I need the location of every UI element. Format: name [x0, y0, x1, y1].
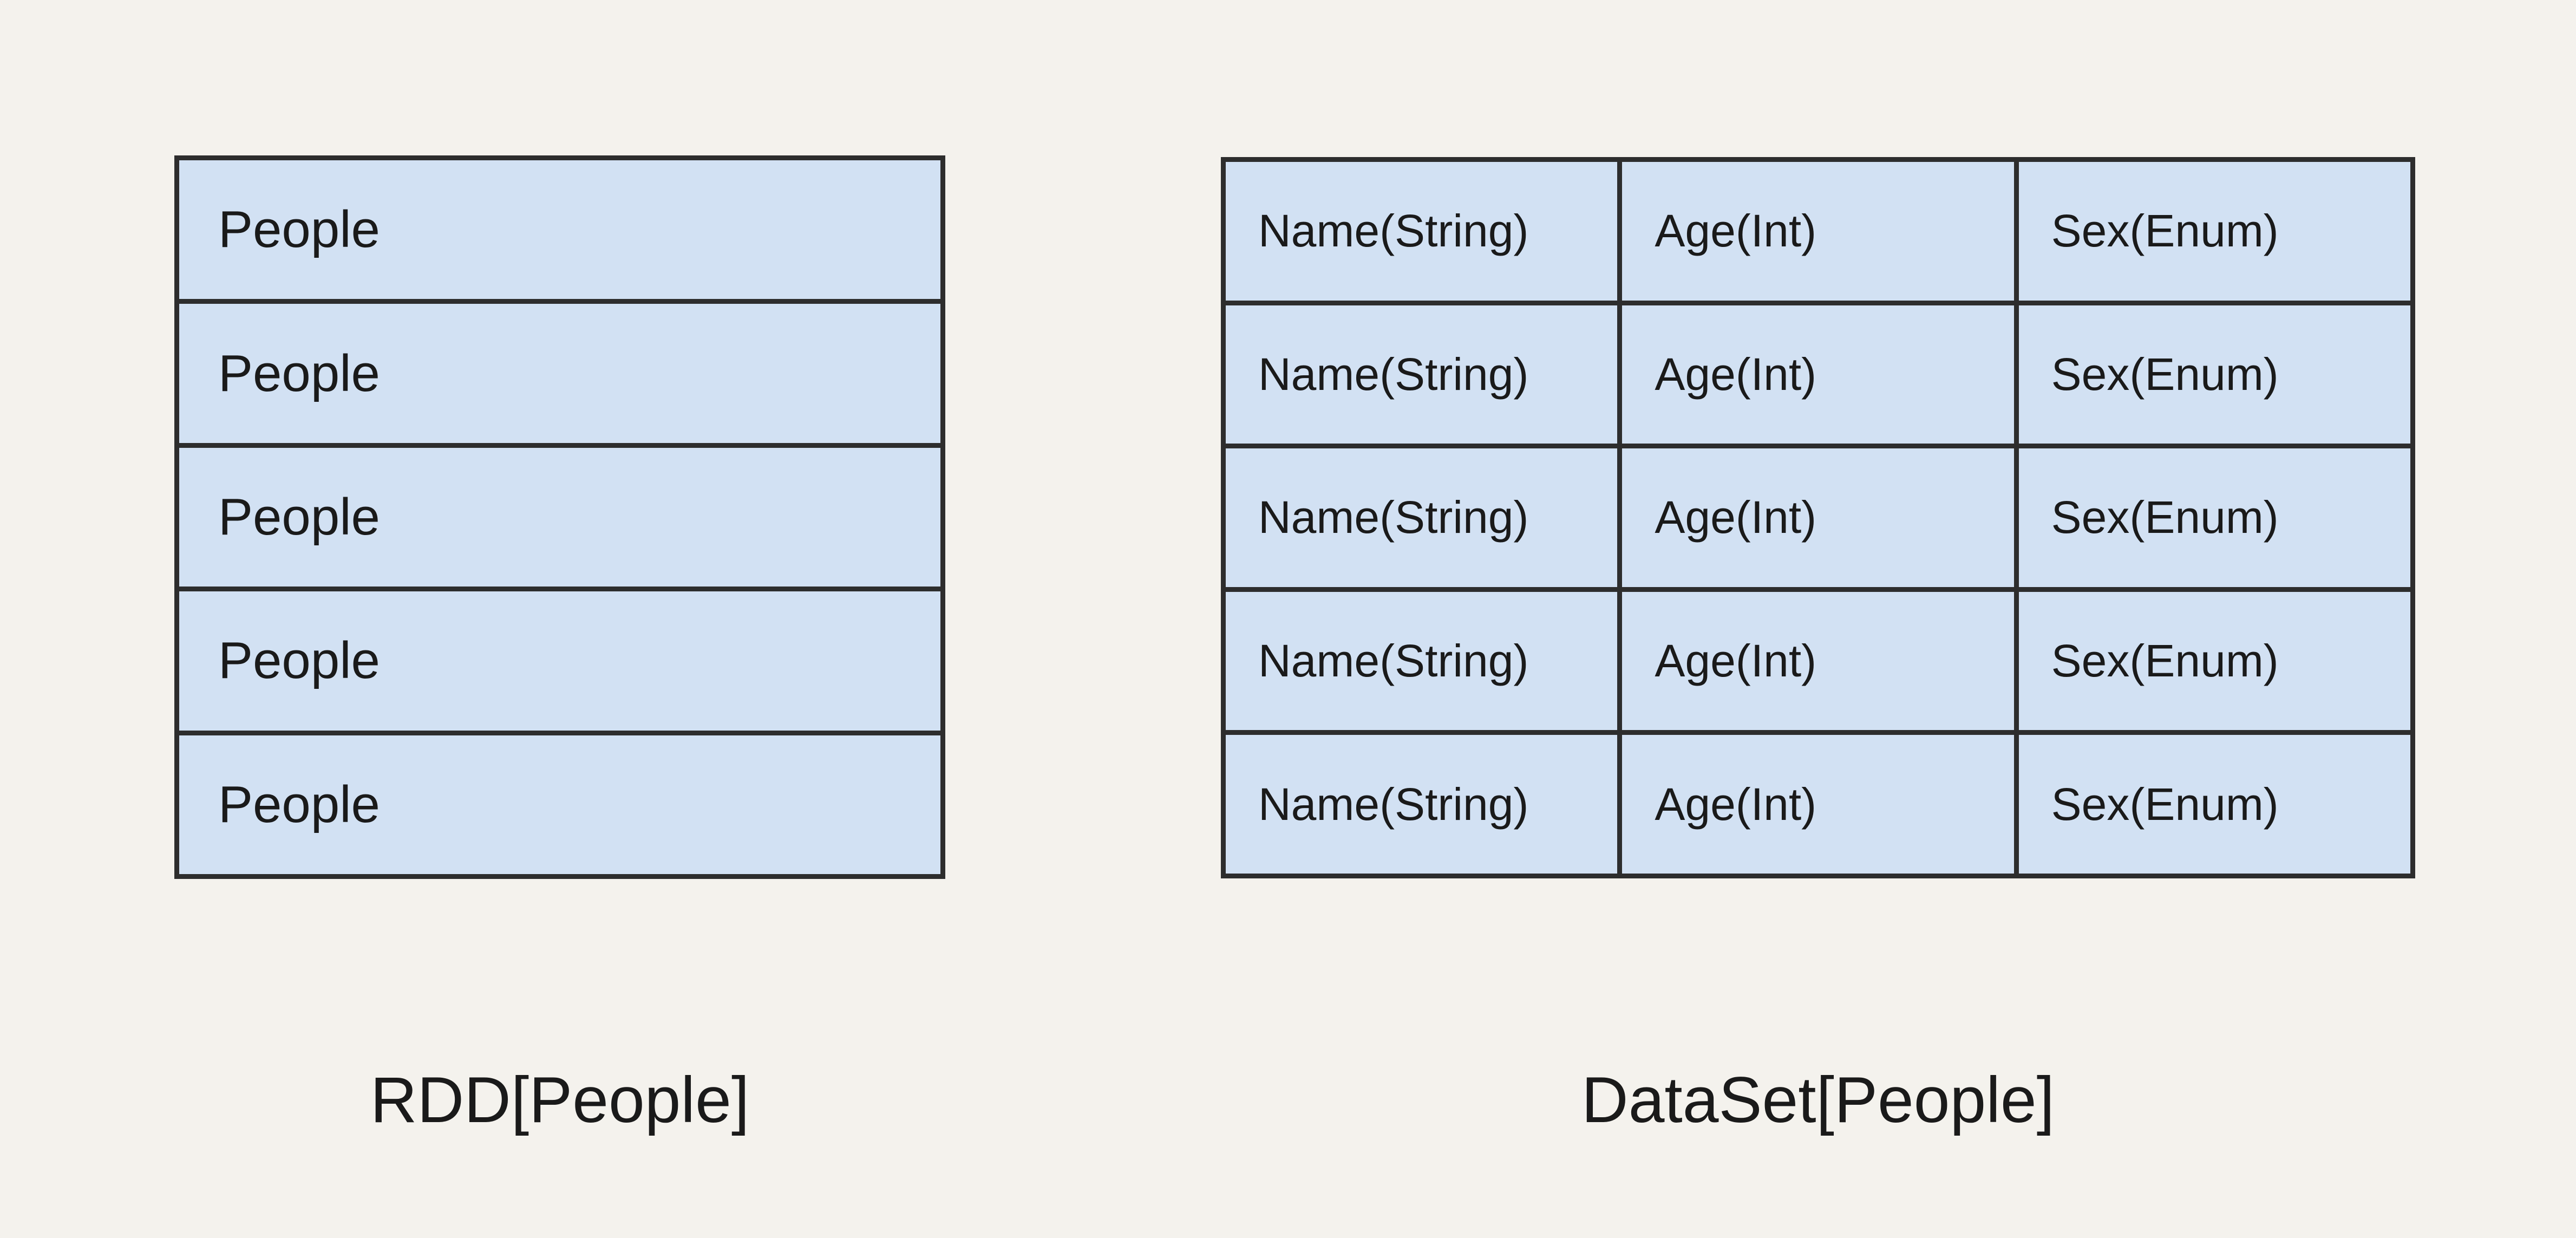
dataset-cell: Name(String) — [1226, 448, 1618, 587]
dataset-cell: Sex(Enum) — [2013, 591, 2410, 731]
dataset-cell: Name(String) — [1226, 162, 1618, 301]
rdd-row: People — [179, 587, 940, 731]
rdd-row: People — [179, 160, 940, 299]
dataset-cell-label: Name(String) — [1258, 635, 1529, 687]
dataset-row: Name(String) Age(Int) Sex(Enum) — [1226, 730, 2410, 874]
dataset-caption: DataSet[People] — [1581, 1064, 2055, 1136]
dataset-cell-label: Sex(Enum) — [2051, 778, 2279, 830]
dataset-cell-label: Sex(Enum) — [2051, 492, 2279, 543]
dataset-cell: Name(String) — [1226, 591, 1618, 731]
rdd-caption: RDD[People] — [370, 1064, 750, 1136]
dataset-cell: Age(Int) — [1617, 591, 2014, 731]
dataset-row: Name(String) Age(Int) Sex(Enum) — [1226, 162, 2410, 301]
dataset-cell-label: Name(String) — [1258, 348, 1529, 400]
dataset-cell-label: Sex(Enum) — [2051, 348, 2279, 400]
dataset-cell-label: Name(String) — [1258, 778, 1529, 830]
rdd-row-label: People — [218, 488, 380, 546]
dataset-cell-label: Age(Int) — [1655, 492, 1817, 543]
dataset-row: Name(String) Age(Int) Sex(Enum) — [1226, 300, 2410, 444]
dataset-cell: Age(Int) — [1617, 162, 2014, 301]
rdd-row-label: People — [218, 775, 380, 833]
dataset-cell: Sex(Enum) — [2013, 448, 2410, 587]
dataset-cell-label: Name(String) — [1258, 492, 1529, 543]
dataset-cell-label: Age(Int) — [1655, 778, 1817, 830]
rdd-row-label: People — [218, 631, 380, 690]
dataset-cell-label: Age(Int) — [1655, 205, 1817, 257]
dataset-cell-label: Sex(Enum) — [2051, 205, 2279, 257]
rdd-row: People — [179, 730, 940, 875]
dataset-cell: Sex(Enum) — [2013, 305, 2410, 444]
dataset-table: Name(String)Age(Int)Sex(Enum)Name(String… — [1221, 157, 2415, 878]
rdd-row: People — [179, 442, 940, 587]
rdd-row-label: People — [218, 200, 380, 259]
dataset-cell: Name(String) — [1226, 305, 1618, 444]
dataset-row: Name(String) Age(Int) Sex(Enum) — [1226, 587, 2410, 731]
dataset-cell-label: Sex(Enum) — [2051, 635, 2279, 687]
dataset-cell: Age(Int) — [1617, 735, 2014, 874]
dataset-cell: Name(String) — [1226, 735, 1618, 874]
rdd-row-label: People — [218, 344, 380, 402]
dataset-row: Name(String) Age(Int) Sex(Enum) — [1226, 444, 2410, 587]
dataset-cell-label: Age(Int) — [1655, 348, 1817, 400]
dataset-cell-label: Name(String) — [1258, 205, 1529, 257]
dataset-cell: Age(Int) — [1617, 305, 2014, 444]
dataset-cell-label: Age(Int) — [1655, 635, 1817, 687]
dataset-cell: Sex(Enum) — [2013, 735, 2410, 874]
dataset-cell: Age(Int) — [1617, 448, 2014, 587]
rdd-row: People — [179, 299, 940, 443]
dataset-cell: Sex(Enum) — [2013, 162, 2410, 301]
